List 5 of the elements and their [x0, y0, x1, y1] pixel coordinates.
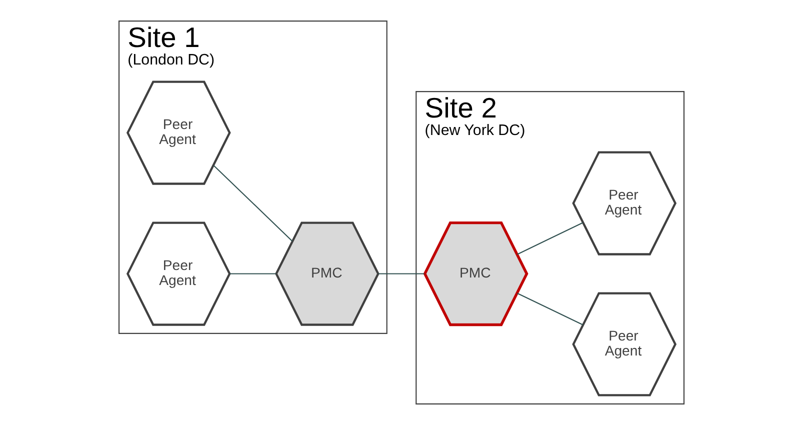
connector [517, 292, 584, 326]
connector [230, 273, 276, 274]
connector [213, 165, 293, 242]
connector [378, 273, 424, 274]
connector [517, 222, 584, 255]
